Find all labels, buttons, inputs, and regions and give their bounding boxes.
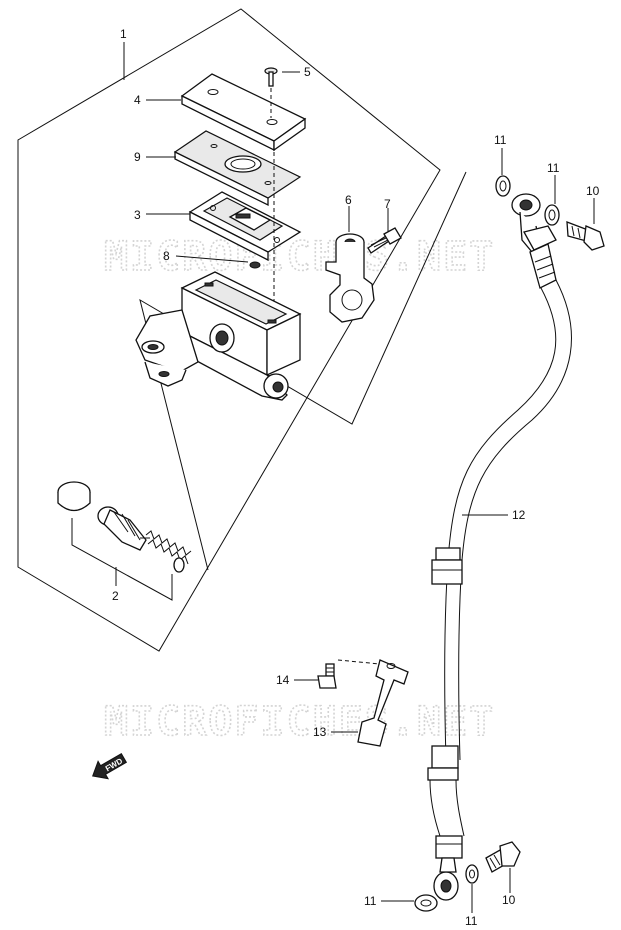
clutch-holder-part bbox=[325, 233, 375, 323]
assembly-boundary-outline bbox=[17, 8, 441, 652]
forward-direction-arrow: FWD bbox=[92, 752, 128, 780]
lower-banjo-bolt-part bbox=[485, 841, 521, 873]
callout-1: 1 bbox=[120, 27, 127, 41]
lower-banjo-fitting-part bbox=[433, 857, 459, 901]
small-screw-part bbox=[249, 261, 261, 269]
callout-8: 8 bbox=[163, 249, 170, 263]
callout-2: 2 bbox=[112, 589, 119, 603]
watermark-top: MICROFICHES.NET bbox=[104, 234, 495, 280]
callout-13: 13 bbox=[313, 725, 327, 739]
callout-4: 4 bbox=[134, 93, 141, 107]
callout-10-lower: 10 bbox=[502, 893, 516, 907]
upper-washer-part-2 bbox=[544, 204, 560, 226]
callout-11-lower-left: 11 bbox=[364, 894, 377, 908]
callout-11-upper-right: 11 bbox=[547, 161, 560, 175]
callout-14: 14 bbox=[276, 673, 290, 687]
callout-7: 7 bbox=[384, 197, 391, 211]
piston-set-part bbox=[57, 481, 192, 573]
callout-10-upper: 10 bbox=[586, 184, 600, 198]
hose-leader-bracket bbox=[139, 171, 467, 571]
upper-banjo-bolt-part bbox=[566, 221, 605, 251]
callout-11-upper-left: 11 bbox=[494, 133, 507, 147]
callout-6: 6 bbox=[345, 193, 352, 207]
callout-12: 12 bbox=[512, 508, 526, 522]
lower-washer-part bbox=[414, 894, 438, 912]
master-cylinder-body-part bbox=[135, 271, 302, 401]
screw-part bbox=[264, 67, 278, 118]
clamp-bolt-part bbox=[317, 663, 337, 689]
piston-set-bracket bbox=[71, 518, 173, 601]
watermark-bottom: MICROFICHES.NET bbox=[104, 699, 495, 745]
diaphragm-part bbox=[188, 191, 302, 262]
upper-washer-part bbox=[495, 175, 511, 197]
leader-lines bbox=[123, 42, 595, 913]
lower-washer-part-2 bbox=[465, 864, 479, 884]
callout-5: 5 bbox=[304, 65, 311, 79]
hose-clamp-part bbox=[337, 659, 409, 747]
callout-9: 9 bbox=[134, 150, 141, 164]
reservoir-cap-part bbox=[180, 73, 307, 152]
callout-11-lower-right: 11 bbox=[465, 914, 478, 928]
clutch-hose-part bbox=[427, 225, 572, 859]
callout-3: 3 bbox=[134, 208, 141, 222]
